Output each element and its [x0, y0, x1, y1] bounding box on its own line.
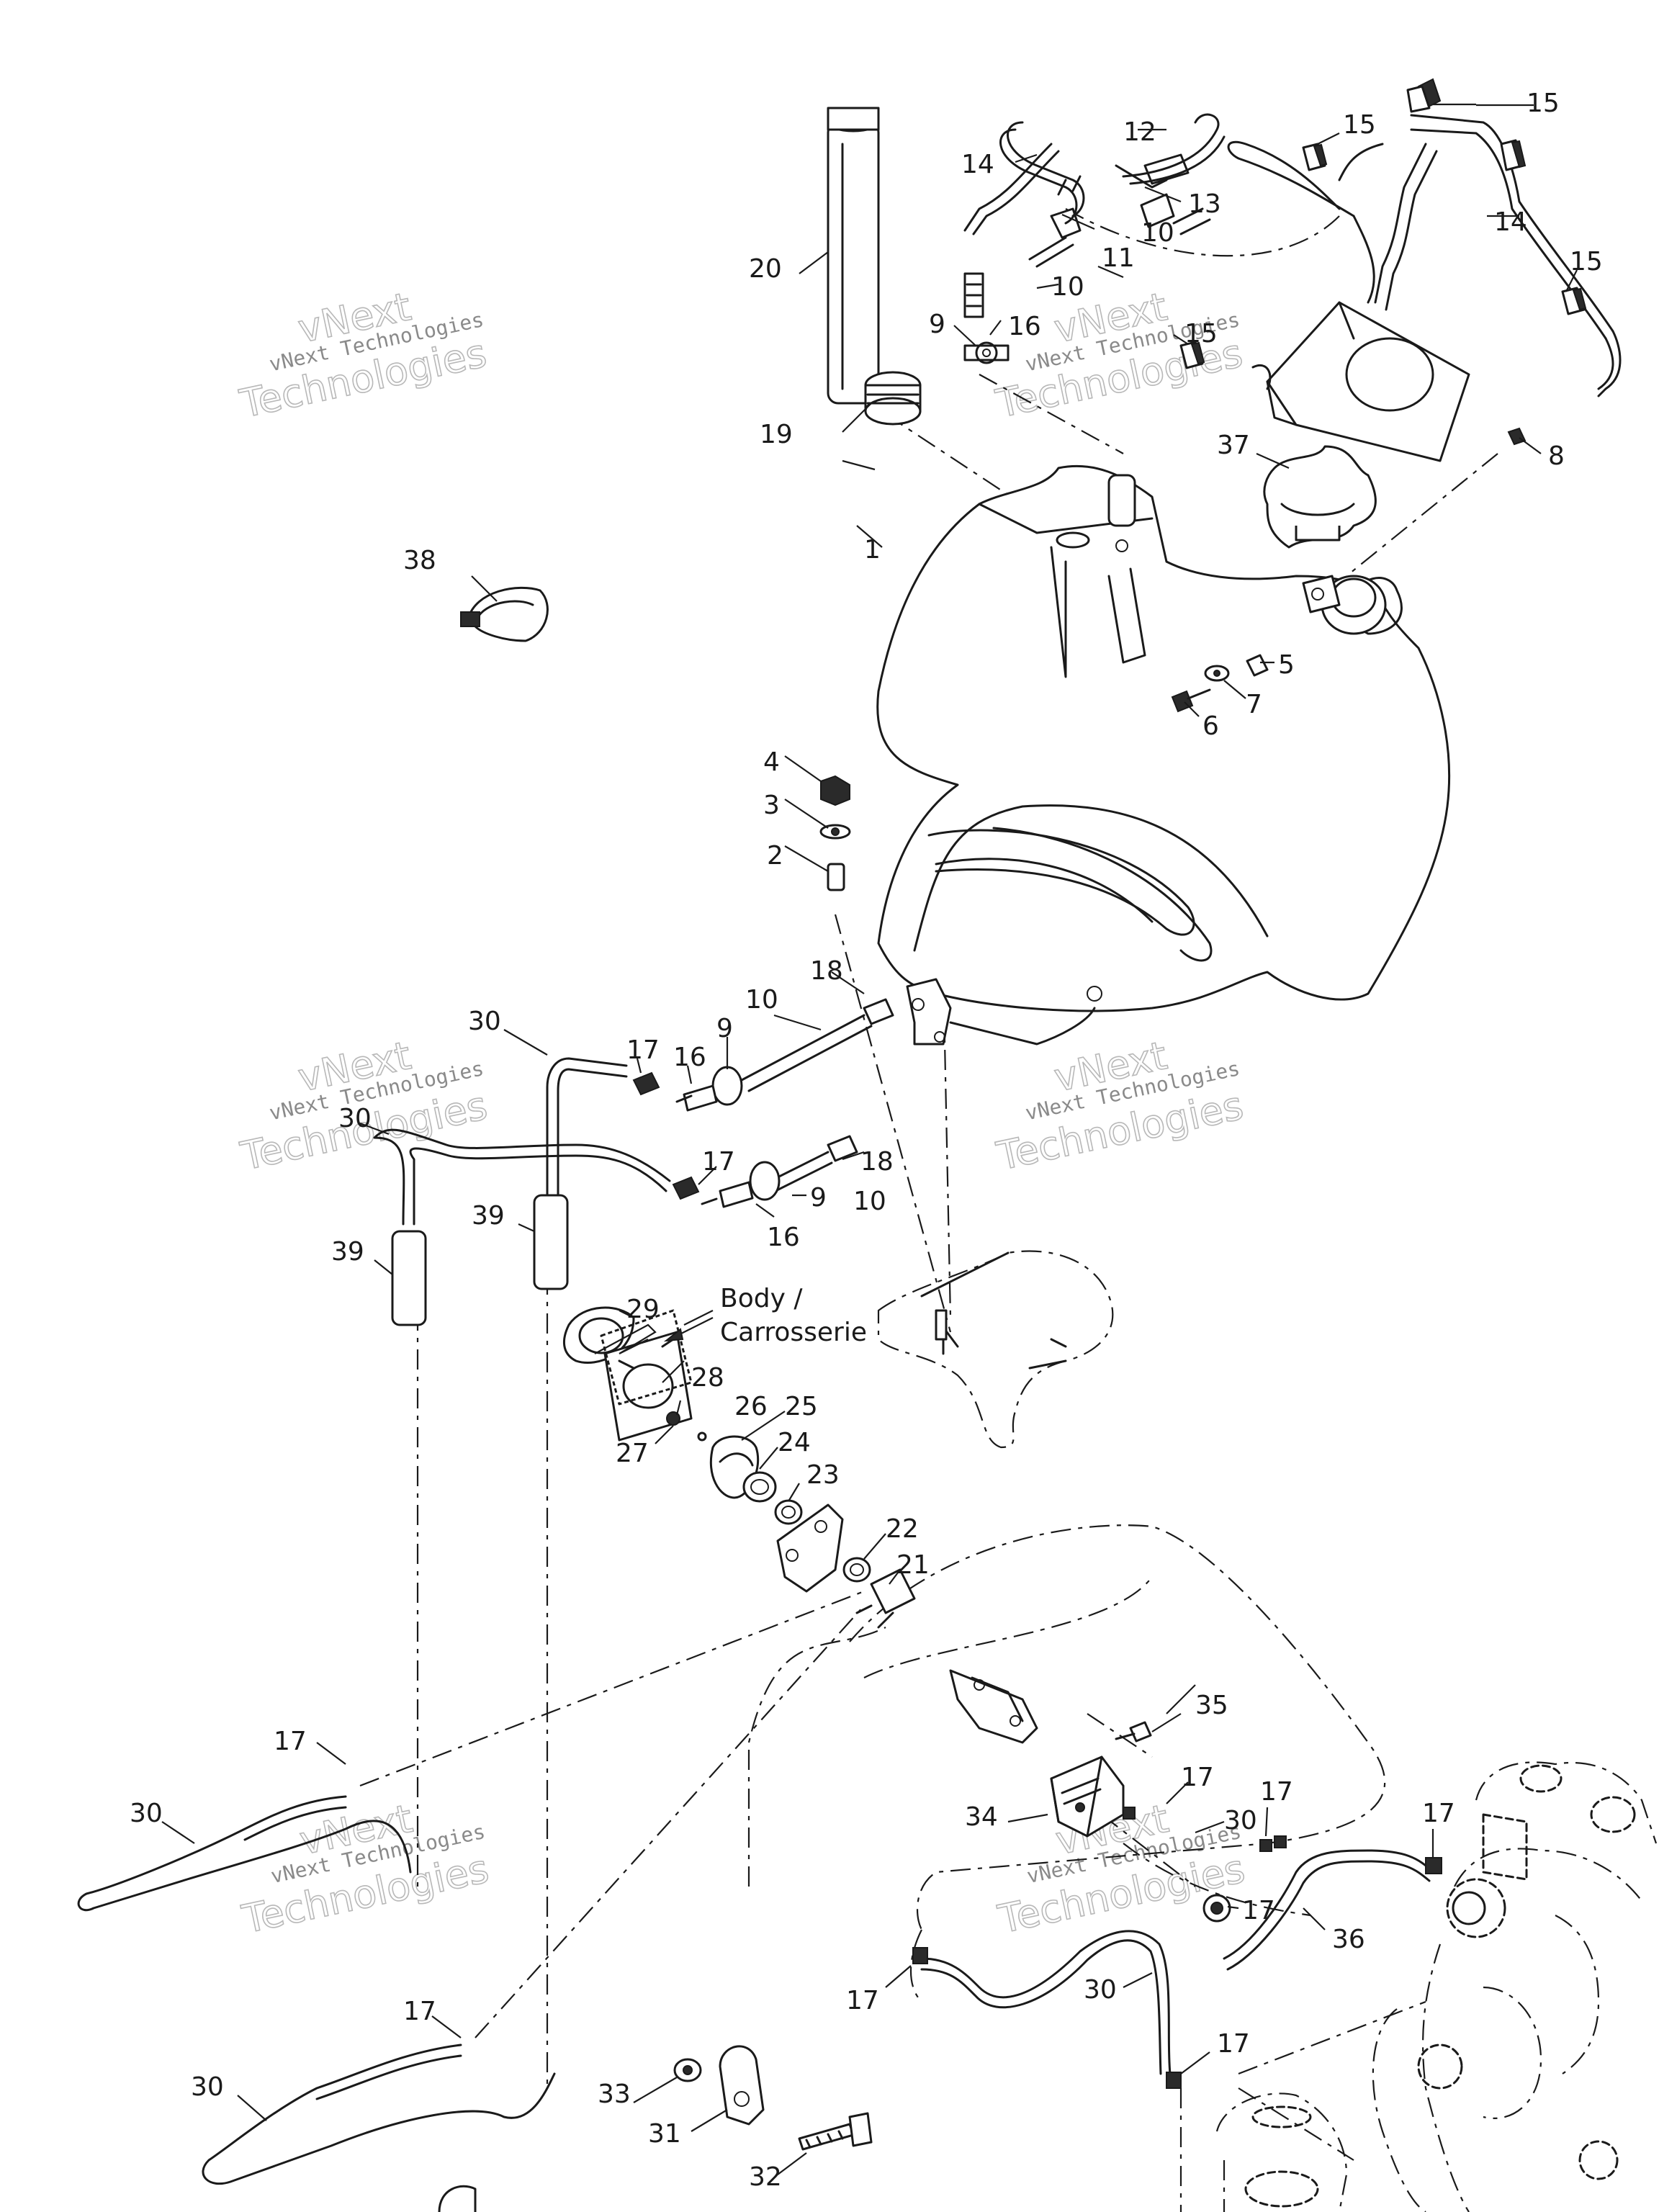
label-part-30c: 30 [130, 1799, 163, 1828]
part-labels: 1 2 3 4 5 6 7 8 9 9 9 10 10 10 10 11 12 … [130, 89, 1603, 2192]
label-part-16: 16 [1008, 312, 1041, 341]
label-part-35: 35 [1195, 1691, 1228, 1720]
label-part-9: 9 [929, 310, 945, 339]
label-part-17b: 17 [702, 1147, 735, 1177]
label-part-37: 37 [1217, 431, 1250, 460]
label-part-10: 10 [1141, 218, 1174, 248]
label-part-39: 39 [331, 1237, 364, 1267]
label-part-17c: 17 [274, 1727, 307, 1756]
label-part-23: 23 [806, 1460, 840, 1490]
label-part-16c: 16 [767, 1223, 800, 1252]
watermark-mid-left: vNext Technologies vNext Technologies [236, 1032, 492, 1179]
label-part-30b: 30 [338, 1104, 372, 1133]
label-part-28: 28 [691, 1363, 724, 1393]
label-part-17e: 17 [1260, 1777, 1293, 1807]
label-part-30: 30 [468, 1007, 501, 1036]
fuel-pump [949, 1669, 1272, 1852]
label-part-39b: 39 [472, 1201, 505, 1231]
watermark-bottom-left: vNext Technologies vNext Technologies [238, 1795, 493, 1943]
label-part-18: 18 [810, 956, 843, 986]
label-part-13: 13 [1188, 189, 1221, 219]
hose-clamp-hook [460, 586, 549, 642]
label-part-32: 32 [749, 2162, 782, 2192]
watermark-top-left: vNext Technologies vNext Technologies [235, 283, 491, 427]
label-part-22: 22 [886, 1514, 919, 1544]
label-part-30f: 30 [1084, 1975, 1117, 2005]
label-part-17d: 17 [1181, 1763, 1214, 1792]
label-part-11: 11 [1102, 243, 1135, 273]
label-part-21: 21 [896, 1550, 930, 1580]
label-part-31: 31 [648, 2119, 681, 2149]
label-part-2: 2 [767, 841, 783, 871]
label-part-17h: 17 [846, 1986, 879, 2015]
fuel-lines-lower [77, 1795, 1442, 2185]
fuel-cap [1263, 445, 1377, 549]
label-part-9b: 9 [716, 1014, 733, 1043]
label-part-8: 8 [1548, 441, 1565, 471]
label-part-17a: 17 [626, 1035, 660, 1065]
label-part-19: 19 [760, 420, 793, 449]
label-part-14: 14 [961, 150, 994, 179]
fuel-valve-assembly [562, 1306, 916, 1629]
label-part-34: 34 [965, 1802, 998, 1832]
label-part-3: 3 [763, 791, 780, 820]
label-part-7: 7 [1246, 690, 1262, 719]
vent-hoses [963, 113, 1226, 364]
label-part-25: 25 [785, 1392, 818, 1421]
label-part-17j: 17 [403, 1997, 436, 2026]
label-part-24: 24 [778, 1428, 811, 1457]
label-part-27: 27 [616, 1439, 649, 1468]
tank-fasteners [819, 427, 1527, 891]
label-part-18b: 18 [860, 1147, 894, 1177]
label-part-6: 6 [1202, 711, 1219, 741]
label-part-17g: 17 [1242, 1896, 1275, 1925]
label-part-26: 26 [734, 1392, 768, 1421]
label-part-30d: 30 [191, 2072, 224, 2102]
label-part-10b: 10 [1051, 272, 1084, 302]
grommet [864, 371, 922, 426]
label-part-30e: 30 [1224, 1806, 1257, 1835]
label-part-9c: 9 [810, 1183, 827, 1213]
label-part-15d: 15 [1184, 319, 1218, 349]
body-note-line2: Carrosserie [720, 1318, 867, 1347]
watermark-mid-right: vNext Technologies vNext Technologies [992, 1032, 1248, 1179]
label-part-12: 12 [1123, 117, 1156, 147]
label-part-10c: 10 [745, 985, 778, 1015]
label-part-17f: 17 [1422, 1799, 1455, 1828]
engine-outline [1215, 1761, 1658, 2212]
label-part-1: 1 [864, 535, 881, 565]
fuel-tank [876, 464, 1451, 1046]
label-part-4: 4 [763, 747, 780, 777]
label-part-14b: 14 [1494, 207, 1527, 237]
body-note: Body / Carrosserie [663, 1284, 867, 1347]
leader-lines [161, 103, 1578, 2175]
label-part-29: 29 [626, 1295, 660, 1324]
fuel-lines-outlets [675, 998, 894, 1208]
tube-clips [1179, 78, 1587, 369]
body-panel [594, 1250, 1114, 1449]
watermark-top-right: vNext Technologies vNext Technologies [992, 283, 1247, 427]
fuel-line-upper [373, 1057, 700, 1326]
label-part-15c: 15 [1570, 247, 1603, 276]
label-part-16b: 16 [673, 1043, 706, 1072]
label-part-38: 38 [403, 546, 436, 575]
label-part-15: 15 [1343, 110, 1376, 140]
fuel-filler-neck-top [1302, 575, 1387, 635]
mounting-bracket [438, 2045, 873, 2212]
body-note-line1: Body / [720, 1284, 803, 1313]
label-part-17i: 17 [1217, 2029, 1250, 2059]
label-part-33: 33 [598, 2080, 631, 2109]
label-part-10d: 10 [853, 1187, 886, 1216]
label-part-20: 20 [749, 254, 782, 284]
filler-neck [827, 107, 880, 405]
label-part-15b: 15 [1527, 89, 1560, 118]
label-part-36: 36 [1332, 1925, 1365, 1954]
assembly-lines [359, 208, 1498, 2212]
heat-shield [1251, 301, 1470, 462]
label-part-5: 5 [1278, 650, 1295, 680]
